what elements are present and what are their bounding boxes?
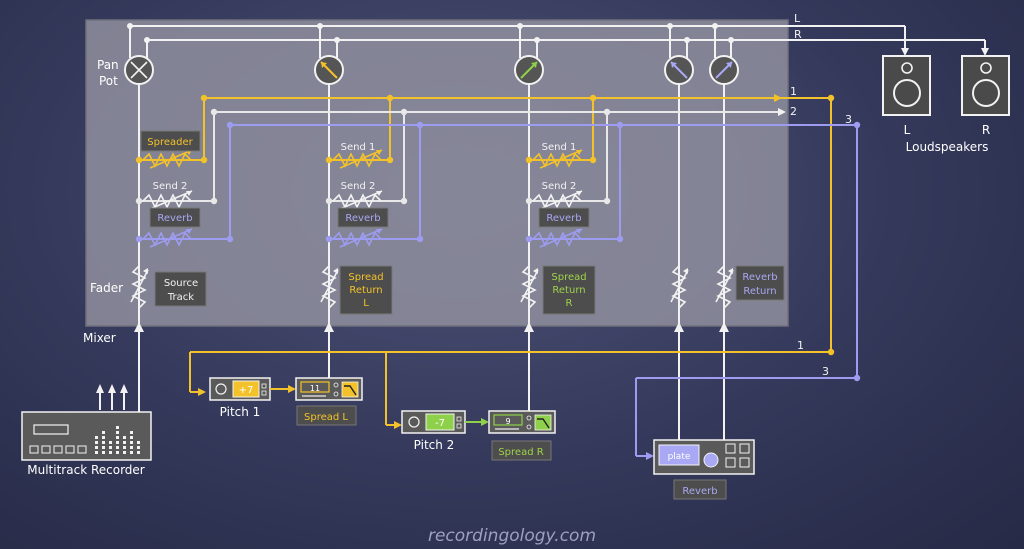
- speaker-l-label: L: [904, 123, 911, 137]
- spread-r-label: Spread R: [498, 447, 543, 458]
- send2-label-ch3: Send 2: [542, 181, 577, 192]
- bus-1-label: 1: [790, 85, 797, 98]
- loudspeakers-label: Loudspeakers: [906, 140, 989, 154]
- spreader-label: Spreader: [147, 137, 193, 148]
- arrow-icon: [99, 392, 125, 410]
- speaker-r-label: R: [982, 123, 990, 137]
- send2-label-ch1: Send 2: [153, 181, 188, 192]
- svg-text:Track: Track: [167, 292, 194, 303]
- svg-text:Return: Return: [743, 286, 776, 297]
- spread-return-l-label: Spread: [348, 272, 383, 283]
- plate-display: plate: [668, 452, 691, 462]
- bus-1-lower-label: 1: [797, 339, 804, 352]
- bus-3-label: 3: [845, 113, 852, 126]
- pitch1-value: +7: [239, 385, 254, 396]
- source-track-label: Source: [164, 278, 198, 289]
- svg-text:R: R: [566, 298, 573, 309]
- pan-pot-label: Pan: [97, 58, 119, 72]
- bus-3-purple: [139, 124, 858, 460]
- mixer-label: Mixer: [83, 331, 116, 345]
- spread-r-display: 9: [505, 417, 510, 426]
- spread-return-r-label: Spread: [551, 272, 586, 283]
- send1-label-ch2: Send 1: [341, 142, 376, 153]
- svg-text:Return: Return: [349, 285, 382, 296]
- spread-l-unit: 11: [295, 377, 363, 401]
- reverb-unit-label: Reverb: [682, 486, 717, 497]
- spread-r-unit: 9: [488, 410, 556, 434]
- speaker-icon: [961, 55, 1010, 116]
- reverb-unit: plate: [653, 439, 755, 475]
- multitrack-recorder-label: Multitrack Recorder: [27, 463, 145, 477]
- pan-pot-knob-icon[interactable]: [664, 55, 694, 85]
- speaker-icon: [882, 55, 931, 116]
- svg-text:Return: Return: [552, 285, 585, 296]
- spread-l-display: 11: [310, 384, 320, 393]
- pan-pot-knob-icon[interactable]: [709, 55, 739, 85]
- bus-2-label: 2: [790, 105, 797, 118]
- bus-3-lower-label: 3: [822, 365, 829, 378]
- pitch1-unit: +7: [209, 377, 271, 401]
- spread-l-label: Spread L: [304, 412, 348, 423]
- pitch1-label: Pitch 1: [220, 405, 261, 419]
- bus-l-label: L: [794, 12, 801, 25]
- watermark: recordingology.com: [428, 526, 596, 546]
- reverb-label-ch3: Reverb: [546, 213, 581, 224]
- bus-r-label: R: [794, 28, 802, 41]
- send1-label-ch3: Send 1: [542, 142, 577, 153]
- reverb-return-label: Reverb: [742, 272, 777, 283]
- pitch2-unit: -7: [401, 410, 466, 434]
- pan-pot-label-2: Pot: [99, 74, 118, 88]
- multitrack-recorder-icon: [21, 411, 152, 461]
- svg-text:L: L: [363, 298, 369, 309]
- pitch2-label: Pitch 2: [414, 438, 455, 452]
- send2-label-ch2: Send 2: [341, 181, 376, 192]
- pan-pot-knob-icon[interactable]: [514, 55, 544, 85]
- pan-pot-knob-icon[interactable]: [314, 55, 344, 85]
- pan-pot-knob-icon[interactable]: [124, 55, 154, 85]
- reverb-label-ch1: Reverb: [157, 213, 192, 224]
- fader-label: Fader: [90, 281, 123, 295]
- reverb-label-ch2: Reverb: [345, 213, 380, 224]
- pitch2-value: -7: [435, 418, 445, 429]
- spreader-send-pot-icon: [142, 152, 192, 168]
